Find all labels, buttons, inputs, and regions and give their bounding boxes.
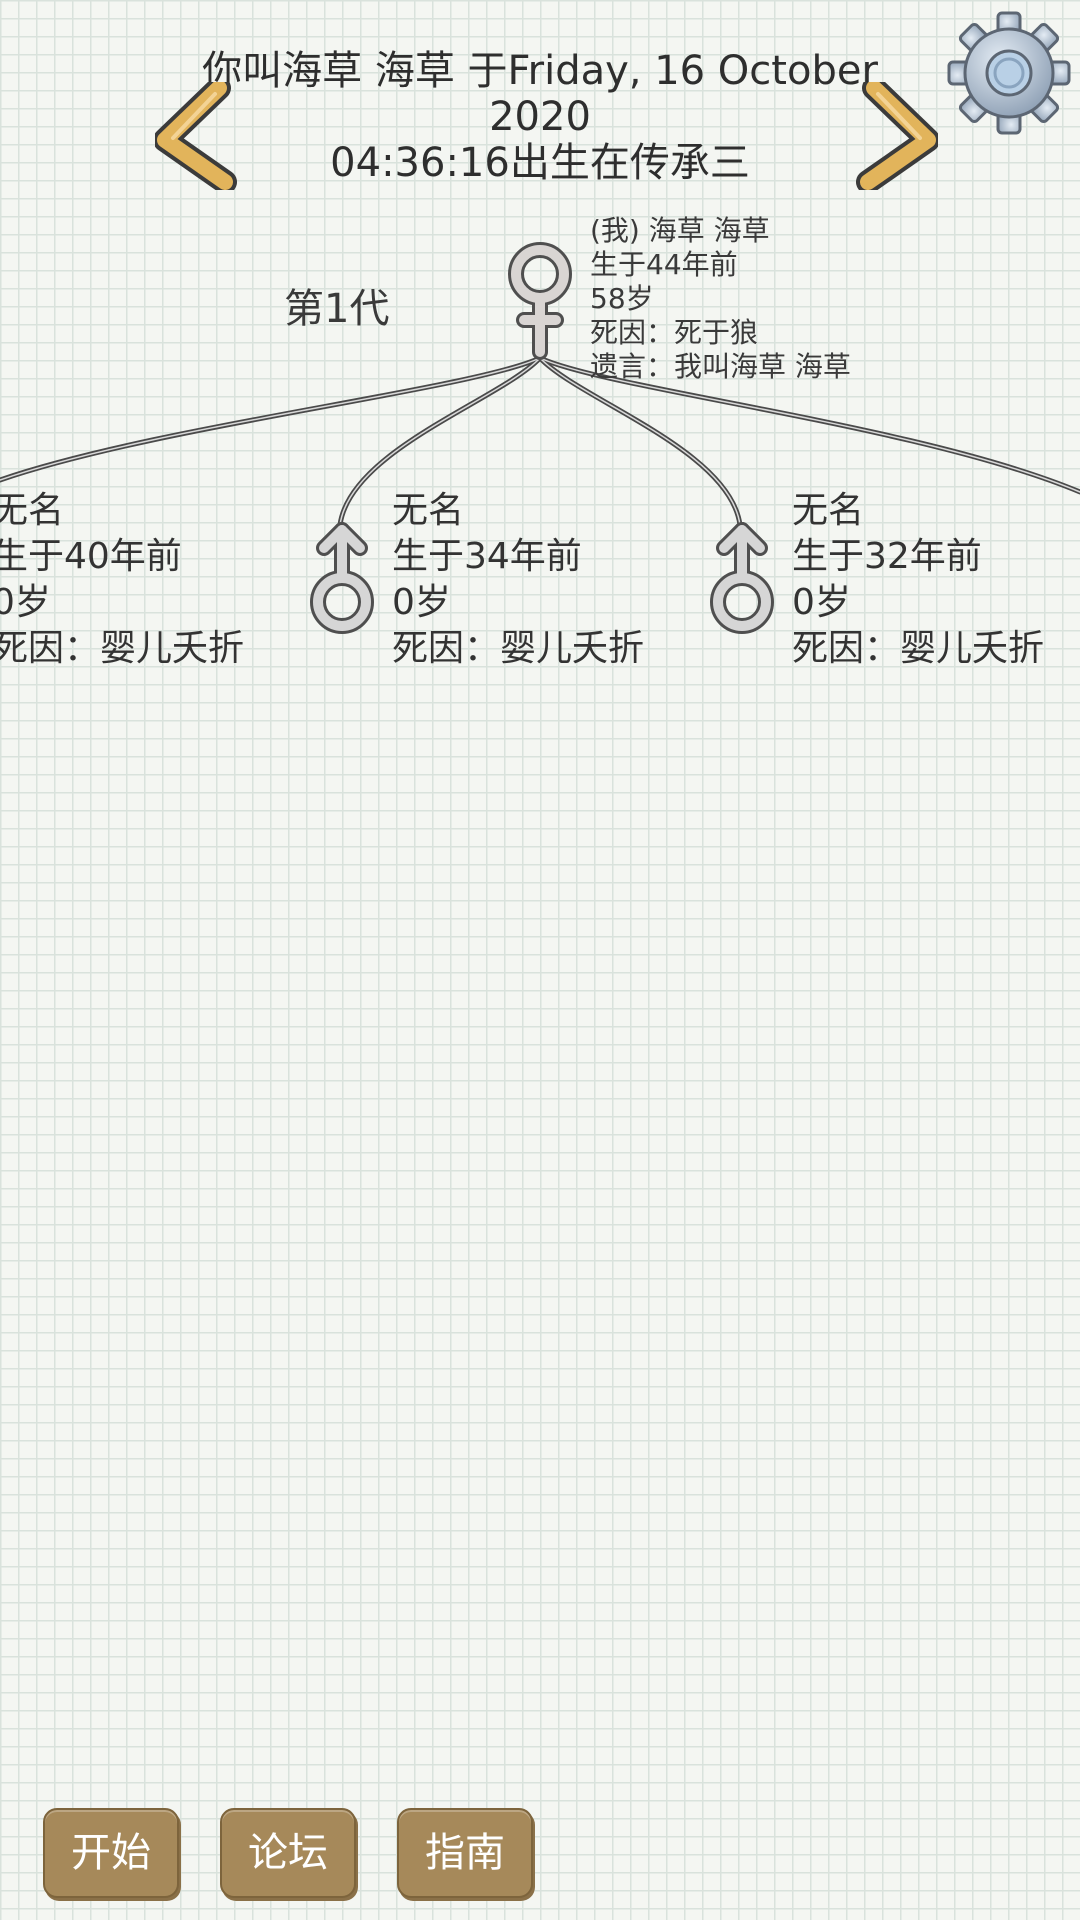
- root-born: 生于44年前: [590, 248, 738, 281]
- male-symbol-icon: [310, 522, 374, 634]
- child-age: 0岁: [792, 582, 851, 623]
- child-death-cause: 死因：婴儿夭折: [0, 628, 245, 669]
- child-info-3[interactable]: 无名 生于32年前 0岁 死因：婴儿夭折: [792, 488, 1044, 672]
- child-age: 0岁: [0, 582, 51, 623]
- child-born: 生于34年前: [392, 536, 582, 577]
- title-line-1: 你叫海草 海草 于Friday, 16 October 2020: [202, 48, 878, 140]
- child-name: 无名: [0, 490, 65, 531]
- male-symbol-icon: [710, 522, 774, 634]
- guide-button[interactable]: 指南: [397, 1808, 533, 1898]
- root-person-info: (我) 海草 海草 生于44年前 58岁 死因：死于狼 遗言：我叫海草 海草: [590, 214, 851, 384]
- child-name: 无名: [392, 490, 465, 531]
- chevron-right-icon: [856, 76, 940, 194]
- root-person-node[interactable]: [500, 240, 580, 360]
- child-node-2[interactable]: [302, 518, 382, 638]
- root-age: 58岁: [590, 282, 654, 315]
- page-title: 你叫海草 海草 于Friday, 16 October 2020 04:36:1…: [150, 48, 930, 186]
- forum-button[interactable]: 论坛: [220, 1808, 356, 1898]
- child-node-3[interactable]: [702, 518, 782, 638]
- generation-label: 第1代: [284, 286, 390, 332]
- child-death-cause: 死因：婴儿夭折: [392, 628, 645, 669]
- next-button[interactable]: [838, 76, 940, 194]
- chevron-left-icon: [153, 76, 237, 194]
- settings-button[interactable]: [946, 10, 1072, 136]
- female-symbol-icon: [508, 242, 572, 360]
- child-name: 无名: [792, 490, 865, 531]
- child-age: 0岁: [392, 582, 451, 623]
- child-born: 生于40年前: [0, 536, 182, 577]
- child-info-1[interactable]: 无名 生于40年前 0岁 死因：婴儿夭折: [0, 488, 244, 672]
- previous-button[interactable]: [153, 76, 255, 194]
- child-info-2[interactable]: 无名 生于34年前 0岁 死因：婴儿夭折: [392, 488, 644, 672]
- start-button[interactable]: 开始: [43, 1808, 179, 1898]
- root-will: 遗言：我叫海草 海草: [590, 350, 851, 383]
- root-name: (我) 海草 海草: [590, 214, 770, 247]
- child-death-cause: 死因：婴儿夭折: [792, 628, 1045, 669]
- root-death-cause: 死因：死于狼: [590, 316, 759, 349]
- gear-icon: [947, 11, 1071, 135]
- child-born: 生于32年前: [792, 536, 982, 577]
- title-line-2: 04:36:16出生在传承三: [330, 140, 750, 186]
